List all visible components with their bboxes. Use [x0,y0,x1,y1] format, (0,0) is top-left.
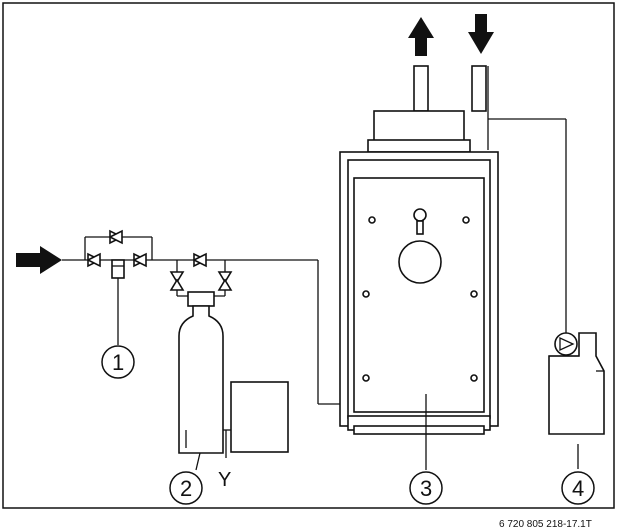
dosing-tank [548,332,605,435]
svg-text:1: 1 [112,350,124,375]
pump-icon [554,332,578,356]
filter-outlet-valve-icon [132,252,148,268]
dosing-line [488,118,567,333]
svg-text:2: 2 [180,476,192,501]
cartridge-bypass-valve-icon [192,252,208,268]
boiler-feed-pipe [317,260,340,405]
callout-2-leader [195,452,201,471]
boiler [339,65,499,435]
callout-4: 4 [561,471,595,505]
svg-text:3: 3 [420,476,432,501]
filter-inlet-valve-icon [86,252,102,268]
water-inlet-arrow-icon [16,246,62,274]
meter-box [230,381,289,453]
callout-3: 3 [409,471,443,505]
filter-icon [111,259,125,345]
cartridge-head [187,291,215,307]
callout-1: 1 [101,345,135,379]
callout-2: 2 [169,471,203,505]
cartridge-inlet-valve-icon [169,271,185,291]
figure-reference: 6 720 805 218-17.1T [499,519,592,530]
branch-label: Y [218,469,231,491]
svg-text:4: 4 [572,476,584,501]
inflow-down-arrow-icon [468,14,494,54]
bypass-valve-icon [108,229,124,245]
cartridge-outlet-valve-icon [217,271,233,291]
outflow-up-arrow-icon [408,17,434,56]
diagram-frame [2,2,615,509]
treatment-cartridge [178,305,224,454]
